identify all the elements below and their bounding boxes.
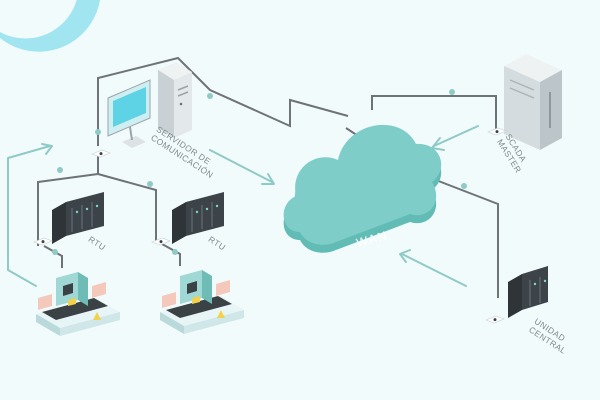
monitor-icon bbox=[107, 79, 151, 148]
unidad-central-rack-icon bbox=[508, 266, 548, 318]
conveyor-machine-icon bbox=[160, 270, 244, 334]
server-tower-icon bbox=[158, 62, 192, 138]
cable-machine-b bbox=[161, 243, 181, 266]
cable-trunk bbox=[97, 56, 349, 146]
cable-machine-a bbox=[43, 245, 63, 268]
arrow-machine-a bbox=[7, 269, 37, 287]
network-outlet-icon bbox=[91, 149, 111, 158]
cable-junctions bbox=[52, 89, 467, 255]
arrow-servidor-to-wan bbox=[209, 149, 273, 183]
wan-cloud bbox=[283, 124, 442, 253]
scada-server-icon bbox=[504, 54, 562, 150]
network-outlet-icon bbox=[33, 237, 53, 246]
network-outlet-icon bbox=[151, 237, 171, 246]
arrow-unidad-to-wan bbox=[401, 253, 467, 287]
warning-icon bbox=[93, 310, 225, 320]
arrow-to-servidor bbox=[7, 145, 51, 271]
cable-rtu-b bbox=[97, 173, 157, 242]
arrow-scada-to-wan bbox=[433, 125, 479, 147]
cable-rtu-a bbox=[37, 152, 99, 246]
network-outlet-icon bbox=[485, 315, 505, 324]
conveyor-machine-icon bbox=[36, 272, 120, 336]
network-outlet-icon bbox=[487, 127, 507, 136]
cable-scada bbox=[371, 95, 497, 132]
flow-arrows bbox=[7, 125, 479, 287]
